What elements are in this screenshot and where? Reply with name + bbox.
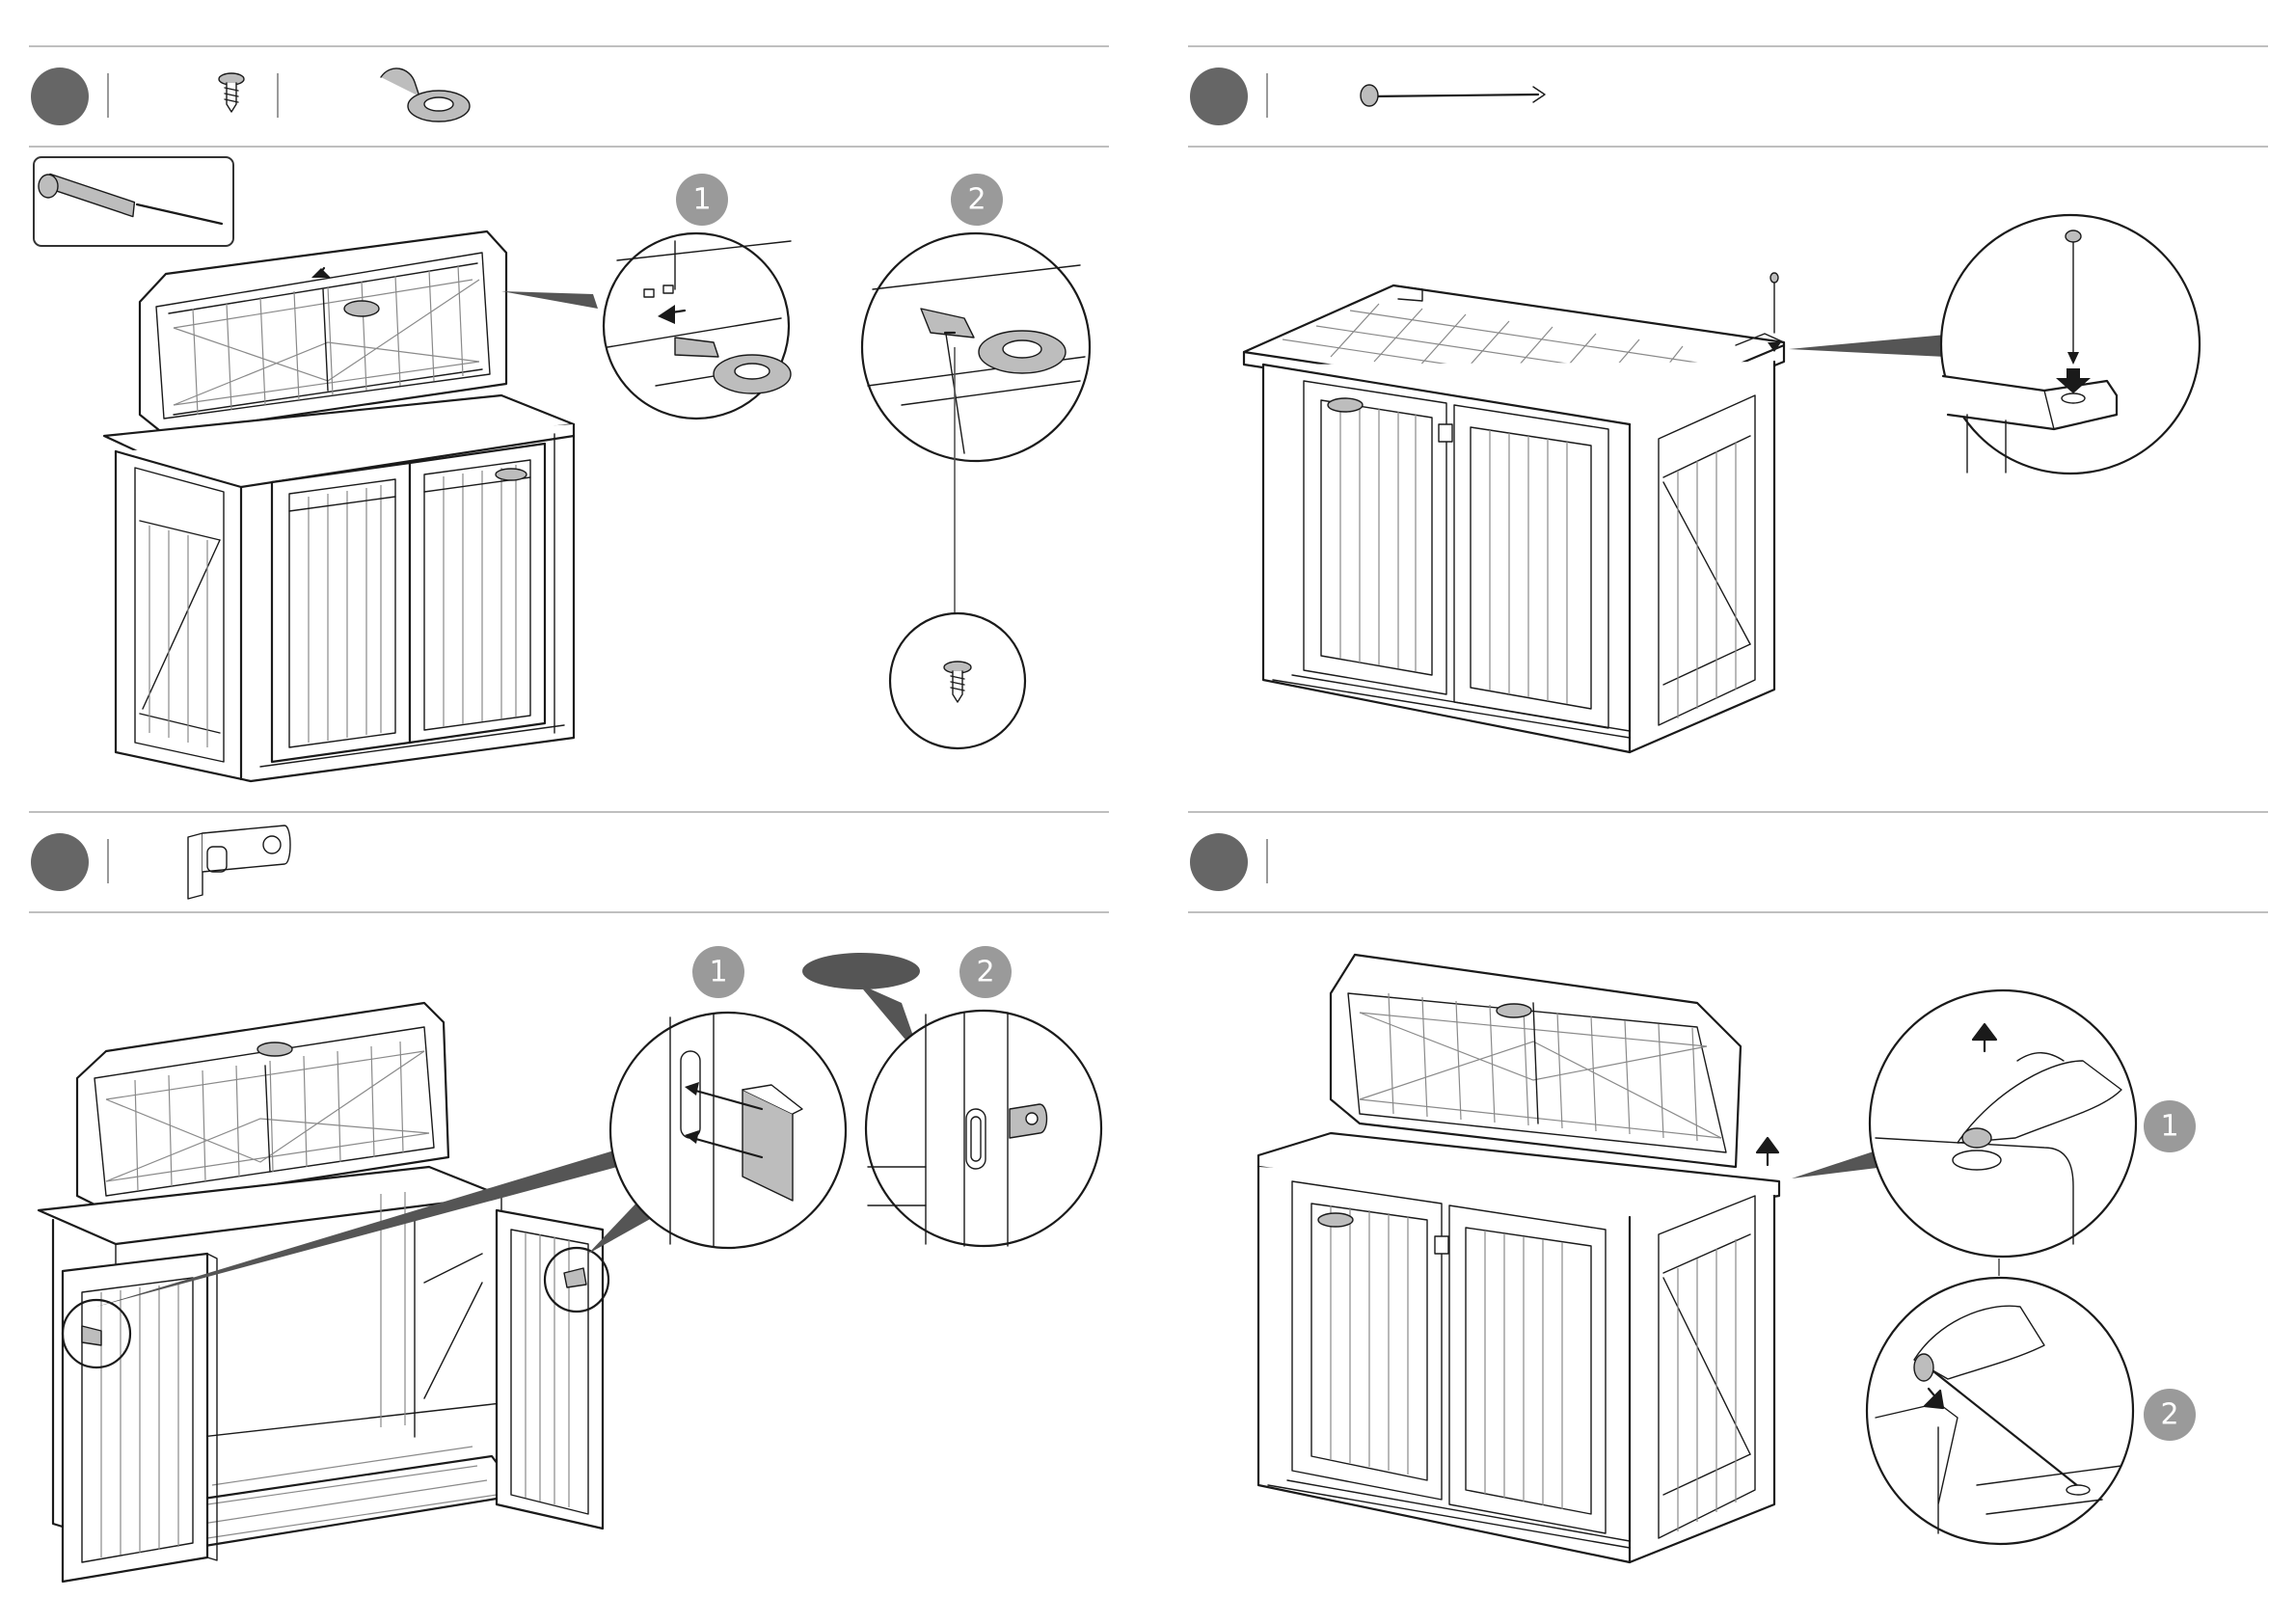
step-badge — [1190, 833, 1248, 891]
panel-bottom-left: 1 2 — [31, 826, 1101, 1582]
sub-step-number: 1 — [2160, 1110, 2178, 1144]
callout-pointer — [1792, 1148, 1885, 1178]
step-badge — [1190, 68, 1248, 125]
storage-shed-doors-open — [39, 1003, 608, 1582]
callout-pointer — [1789, 335, 1946, 357]
callout-1: 1 — [610, 946, 846, 1248]
step-badge — [31, 833, 89, 891]
callout-pointer — [501, 291, 598, 309]
door-latch-plate-icon — [188, 826, 290, 899]
callout-pin-detail — [1941, 215, 2200, 474]
callout-2: 2 — [862, 174, 1090, 748]
note-bubble — [802, 953, 920, 989]
sub-step-number: 1 — [692, 183, 711, 217]
screw-icon — [219, 73, 244, 112]
panel-top-left: 1 2 — [31, 68, 1090, 781]
callout-2: 2 — [802, 946, 1101, 1246]
panel-top-right — [1190, 68, 2200, 752]
sub-step-number: 2 — [2160, 1398, 2178, 1432]
callout-1: 1 — [604, 174, 791, 419]
sub-step-number: 1 — [709, 956, 727, 989]
storage-shed-closed — [1244, 273, 1784, 752]
callout-1: 1 — [1870, 990, 2196, 1276]
panel-bottom-right: 1 2 — [1190, 833, 2196, 1562]
sub-step-number: 2 — [976, 956, 994, 989]
callout-2: 2 — [1867, 1278, 2196, 1544]
lid-pin-rod-icon — [1361, 85, 1545, 106]
storage-shed-lid-open — [1258, 955, 1779, 1562]
step-badge — [31, 68, 89, 125]
storage-shed-lid-open — [104, 231, 574, 781]
lid-strap-icon — [381, 68, 470, 122]
sub-step-number: 2 — [967, 183, 986, 217]
